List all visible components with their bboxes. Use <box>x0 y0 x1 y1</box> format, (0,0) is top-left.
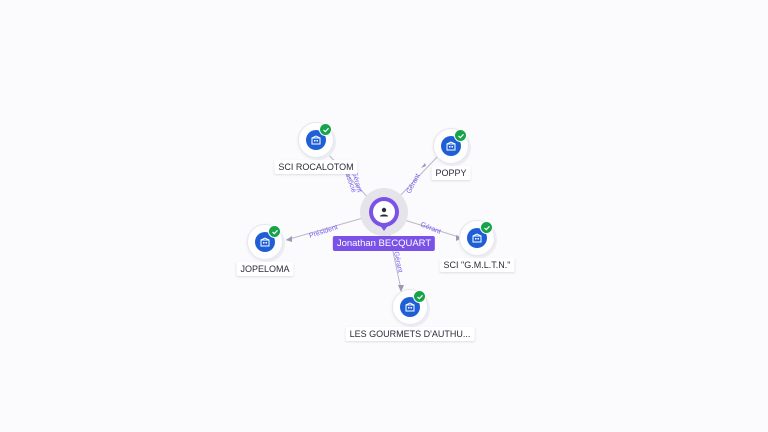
verified-check-icon <box>413 290 426 303</box>
company-label[interactable]: SCI ROCALOTOM <box>274 160 358 174</box>
company-label[interactable]: SCI "G.M.L.T.N." <box>439 258 515 272</box>
verified-check-icon <box>454 129 467 142</box>
arrow-les-gourmets <box>398 285 404 292</box>
edge-jopeloma <box>285 215 371 241</box>
verified-check-icon <box>480 221 493 234</box>
verified-check-icon <box>319 123 332 136</box>
company-label[interactable]: POPPY <box>431 166 471 180</box>
person-icon <box>373 201 395 223</box>
arrow-jopeloma <box>286 236 292 242</box>
edge-label-les-gourmets: Gérant <box>392 251 403 273</box>
building-icon <box>441 136 461 156</box>
edge-poppy <box>395 153 441 201</box>
edge-label-sci-gmltn: Gérant <box>419 221 442 236</box>
building-icon <box>306 130 326 150</box>
building-icon <box>255 232 275 252</box>
company-label[interactable]: LES GOURMETS D'AUTHU... <box>345 327 475 341</box>
person-pin <box>379 224 389 231</box>
person-name-label[interactable]: Jonathan BECQUART <box>332 236 436 251</box>
person-marker <box>369 197 399 227</box>
company-label[interactable]: JOPELOMA <box>236 262 294 276</box>
building-icon <box>467 228 487 248</box>
edge-sci-gmltn <box>397 217 463 239</box>
building-icon <box>400 297 420 317</box>
edge-label-poppy: Gérant <box>406 173 422 195</box>
arrow-poppy <box>421 163 426 168</box>
verified-check-icon <box>268 225 281 238</box>
